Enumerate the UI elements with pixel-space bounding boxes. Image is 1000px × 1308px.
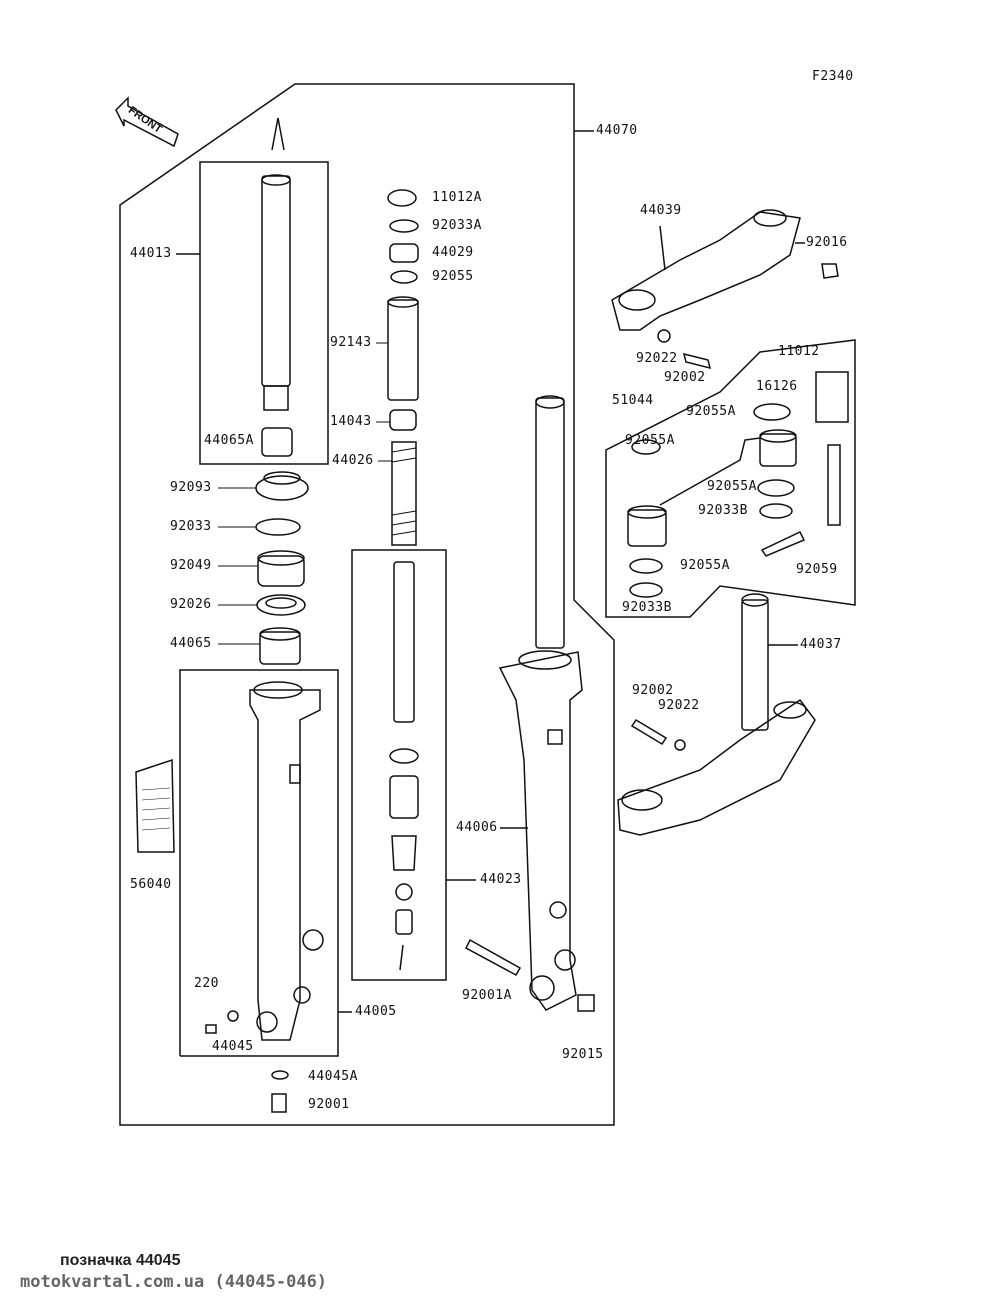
part-label: 92055A <box>680 558 730 573</box>
part-designation: позначка 44045 <box>60 1252 181 1269</box>
part-label: 44065 <box>170 636 212 651</box>
part-label: 92033 <box>170 519 212 534</box>
part-label: 16126 <box>756 379 798 394</box>
part-label: 92001A <box>462 988 512 1003</box>
inner-tube-icon <box>261 175 291 387</box>
part-label: 44070 <box>596 123 638 138</box>
part-label: 44006 <box>456 820 498 835</box>
part-label: 92143 <box>330 335 372 350</box>
part-label: 92059 <box>796 562 838 577</box>
part-label: 11012 <box>778 344 820 359</box>
part-label: 44065A <box>204 433 254 448</box>
part-label: 92055A <box>707 479 757 494</box>
assembly-outline <box>119 83 615 1126</box>
part-label: 11012A <box>432 190 482 205</box>
part-label: 92033B <box>698 503 748 518</box>
outer-tube-left <box>249 689 321 1041</box>
part-label: 92002 <box>664 370 706 385</box>
part-label: 92016 <box>806 235 848 250</box>
inner-tube-right <box>535 397 565 649</box>
part-label: 44023 <box>480 872 522 887</box>
part-label: 92093 <box>170 480 212 495</box>
part-label: 14043 <box>330 414 372 429</box>
part-label: 51044 <box>612 393 654 408</box>
front-arrow-icon <box>115 96 179 148</box>
part-label: 92055A <box>686 404 736 419</box>
diagram-code: F2340 <box>812 69 854 84</box>
part-label: 92026 <box>170 597 212 612</box>
part-label: 44045A <box>308 1069 358 1084</box>
part-label: 92015 <box>562 1047 604 1062</box>
part-label: 44005 <box>355 1004 397 1019</box>
part-label: 44026 <box>332 453 374 468</box>
part-label: 220 <box>194 976 219 991</box>
steering-stem <box>741 599 769 731</box>
part-label: 44013 <box>130 246 172 261</box>
part-label: 92001 <box>308 1097 350 1112</box>
part-label: 92049 <box>170 558 212 573</box>
part-label: 44045 <box>212 1039 254 1054</box>
part-label: 92055A <box>625 433 675 448</box>
part-label: 92022 <box>658 698 700 713</box>
part-label: 92033A <box>432 218 482 233</box>
part-label: 44029 <box>432 245 474 260</box>
part-label: 92055 <box>432 269 474 284</box>
part-label: 56040 <box>130 877 172 892</box>
part-label: 92022 <box>636 351 678 366</box>
part-label: 44039 <box>640 203 682 218</box>
front-direction-marker: FRONT <box>114 96 180 152</box>
site-watermark: motokvartal.com.ua (44045-046) <box>20 1272 328 1292</box>
part-label: 92002 <box>632 683 674 698</box>
part-label: 44037 <box>800 637 842 652</box>
part-label: 92033B <box>622 600 672 615</box>
